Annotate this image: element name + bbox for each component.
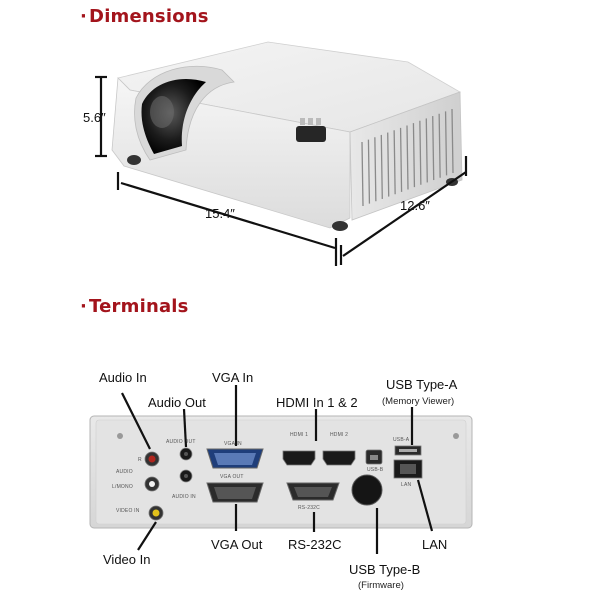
svg-text:R: R [138, 457, 142, 463]
vent-slot [406, 125, 409, 190]
depth-label: 12.6″ [400, 198, 430, 213]
terminal-panel: R AUDIO L/MONO VIDEO IN AUDIO OUT AUDIO … [89, 415, 473, 529]
terminals-title: ·Terminals [80, 296, 189, 317]
vent-slot [451, 108, 454, 174]
svg-text:RS-232C: RS-232C [298, 505, 320, 511]
vent-slot [425, 118, 428, 183]
height-label: 5.6″ [83, 110, 106, 125]
usb-type-a-sublabel: (Memory Viewer) [382, 396, 455, 407]
svg-text:VIDEO IN: VIDEO IN [116, 508, 140, 514]
width-label: 15.4″ [205, 206, 235, 221]
svg-text:USB-A: USB-A [393, 437, 410, 443]
svg-text:HDMI 1: HDMI 1 [290, 432, 308, 438]
audio-out-label: Audio Out [148, 395, 206, 410]
svg-text:VGA IN: VGA IN [224, 441, 242, 447]
svg-text:USB-B: USB-B [367, 467, 384, 473]
vent-slot [412, 123, 416, 188]
side-vents [361, 108, 454, 207]
vent-slot [419, 120, 422, 185]
svg-text:AUDIO: AUDIO [116, 469, 133, 475]
usb-type-a-label: USB Type-A [386, 377, 458, 392]
svg-text:L/MONO: L/MONO [112, 484, 133, 490]
vent-slot [444, 111, 448, 176]
svg-text:HDMI 2: HDMI 2 [330, 432, 348, 438]
dimension-lines [95, 75, 468, 266]
vent-slot [367, 139, 371, 204]
vent-slot [374, 137, 377, 202]
vent-slot [387, 132, 390, 197]
dimensions-title: ·Dimensions [80, 6, 209, 27]
vent-slot [361, 141, 364, 207]
projector-body [111, 41, 463, 231]
vent-slot [393, 130, 396, 195]
vent-slot [438, 113, 441, 178]
audio-in-label: Audio In [99, 370, 147, 385]
ir-sensor-icon [296, 126, 326, 142]
video-in-label: Video In [103, 552, 151, 567]
svg-text:AUDIO IN: AUDIO IN [172, 494, 196, 500]
svg-text:VGA OUT: VGA OUT [220, 474, 244, 480]
rs232c-label: RS-232C [288, 537, 342, 552]
vga-out-label: VGA Out [211, 537, 263, 552]
usb-type-b-sublabel: (Firmware) [358, 580, 404, 591]
usb-type-b-label: USB Type-B [349, 562, 421, 577]
vent-slot [399, 127, 403, 192]
vent-slot [432, 116, 435, 181]
callout-lines [121, 385, 434, 554]
lan-label: LAN [422, 537, 448, 552]
hdmi-in-label: HDMI In 1 & 2 [276, 395, 358, 410]
svg-text:LAN: LAN [401, 482, 412, 488]
svg-text:AUDIO OUT: AUDIO OUT [166, 439, 196, 445]
vent-slot [380, 134, 383, 199]
vga-in-label: VGA In [212, 370, 254, 385]
